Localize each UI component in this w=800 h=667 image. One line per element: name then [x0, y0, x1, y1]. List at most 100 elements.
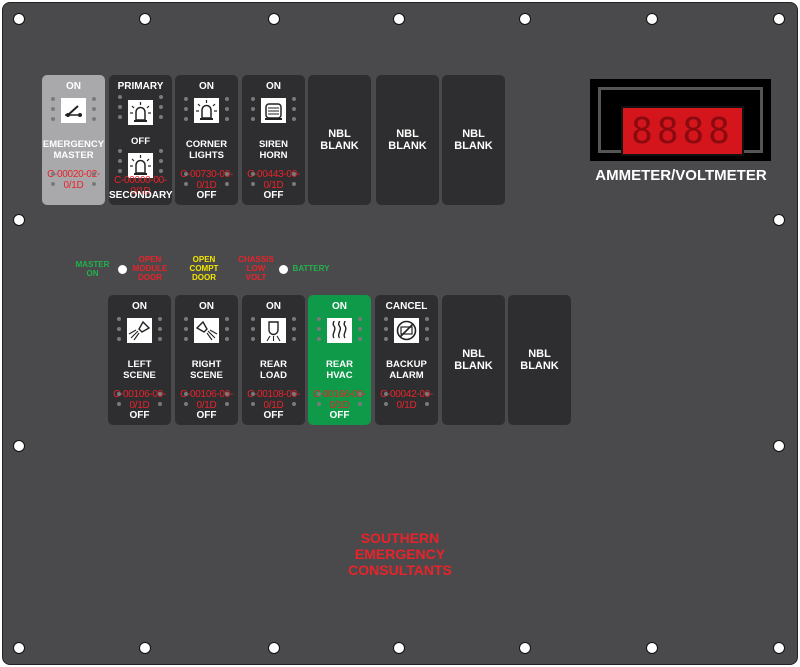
mounting-hole — [13, 13, 25, 25]
scene-light-right-icon — [194, 318, 219, 343]
indicator-dot — [317, 392, 321, 396]
indicator-dot — [118, 149, 122, 153]
blank-label: NBL BLANK — [454, 128, 493, 152]
indicator-dot — [92, 107, 96, 111]
switch-dots-lower — [182, 170, 231, 190]
switch-top-label: ON — [332, 301, 347, 312]
switch-label: REAR HVAC — [326, 359, 353, 381]
beacon-icon — [128, 153, 153, 178]
mounting-hole — [773, 214, 785, 226]
switch-bottom-label: OFF — [329, 410, 350, 421]
indicator-dot — [384, 337, 388, 341]
indicator-dot — [184, 107, 188, 111]
indicator-dot — [118, 105, 122, 109]
switch-bottom-label: OFF — [263, 410, 284, 421]
indicator-dot — [292, 117, 296, 121]
no-alarm-icon — [394, 318, 419, 343]
switch-top-label: ON — [266, 301, 281, 312]
switch-dots-lower — [249, 170, 298, 190]
indicator-dot — [117, 327, 121, 331]
indicator-dot — [184, 97, 188, 101]
beacon-icon — [128, 100, 153, 125]
blank-switch[interactable]: NBL BLANK — [508, 295, 571, 425]
switch-top-label: ON — [266, 81, 281, 92]
blank-switch[interactable]: NBL BLANK — [308, 75, 371, 205]
indicator-dot — [251, 117, 255, 121]
mounting-hole — [393, 13, 405, 25]
scene-light-left-icon — [127, 318, 152, 343]
part-code: C-00106-00- 0/1D — [180, 389, 233, 411]
switch-top-label: PRIMARY — [117, 81, 164, 92]
mounting-hole — [139, 642, 151, 654]
indicator-dot — [158, 392, 162, 396]
blank-switch[interactable]: NBL BLANK — [442, 75, 505, 205]
blank-switch[interactable]: NBL BLANK — [442, 295, 505, 425]
switch-dots — [116, 147, 165, 177]
mounting-hole — [773, 13, 785, 25]
company-name: SOUTHERN EMERGENCY CONSULTANTS — [348, 530, 452, 578]
indicator-dot — [92, 97, 96, 101]
switch-dots — [182, 95, 231, 125]
indicator-dot — [425, 327, 429, 331]
indicator-dot — [384, 392, 388, 396]
part-code: C-00108-00- 0/1D — [247, 389, 300, 411]
indicator-dot — [184, 337, 188, 341]
indicator-dot — [251, 327, 255, 331]
indicator-dot — [117, 392, 121, 396]
mounting-hole — [773, 642, 785, 654]
indicator-dot — [425, 337, 429, 341]
switch-dots — [382, 315, 431, 345]
indicator-dot — [92, 117, 96, 121]
meter-bezel: 8888 — [598, 87, 763, 156]
switch-dots — [249, 315, 298, 345]
indicator-dot — [292, 327, 296, 331]
blank-label: NBL BLANK — [320, 128, 359, 152]
indicator-dot — [51, 117, 55, 121]
blank-switch[interactable]: NBL BLANK — [376, 75, 439, 205]
indicator-dot — [184, 182, 188, 186]
switch-dots — [49, 95, 98, 125]
indicator-dot — [92, 182, 96, 186]
indicator-label: BATTERY — [292, 264, 330, 273]
mounting-hole — [268, 13, 280, 25]
indicator-dot — [358, 392, 362, 396]
indicator-dot — [184, 392, 188, 396]
indicator-dot — [225, 117, 229, 121]
mounting-hole — [519, 13, 531, 25]
mounting-hole — [13, 440, 25, 452]
indicator-dot — [51, 172, 55, 176]
part-code: C-00042-00- 0/1D — [380, 389, 433, 411]
indicator-dot — [158, 402, 162, 406]
mounting-hole — [13, 642, 25, 654]
switch-label: SIREN HORN — [258, 139, 289, 161]
meter-title: AMMETER/VOLTMETER — [595, 167, 767, 184]
switch-dots-lower — [115, 390, 164, 410]
part-code: C-00166-00- 0/1D — [313, 389, 366, 411]
blank-label: NBL BLANK — [520, 348, 559, 372]
load-light-icon — [261, 318, 286, 343]
indicator-dot — [317, 402, 321, 406]
indicator-dot — [251, 337, 255, 341]
indicator-dot — [292, 97, 296, 101]
meter-display: 8888 — [621, 106, 744, 156]
indicator-dot — [225, 402, 229, 406]
siren-icon — [261, 98, 286, 123]
indicator-label: CHASSIS LOW VOLT — [238, 255, 274, 282]
indicator-dot — [159, 95, 163, 99]
indicator-label: OPEN MODULE DOOR — [132, 255, 168, 282]
indicator-dot — [158, 327, 162, 331]
indicator-dot — [117, 317, 121, 321]
indicator-dot — [225, 107, 229, 111]
meter-digits: 8888 — [631, 111, 734, 152]
indicator-dot — [251, 182, 255, 186]
